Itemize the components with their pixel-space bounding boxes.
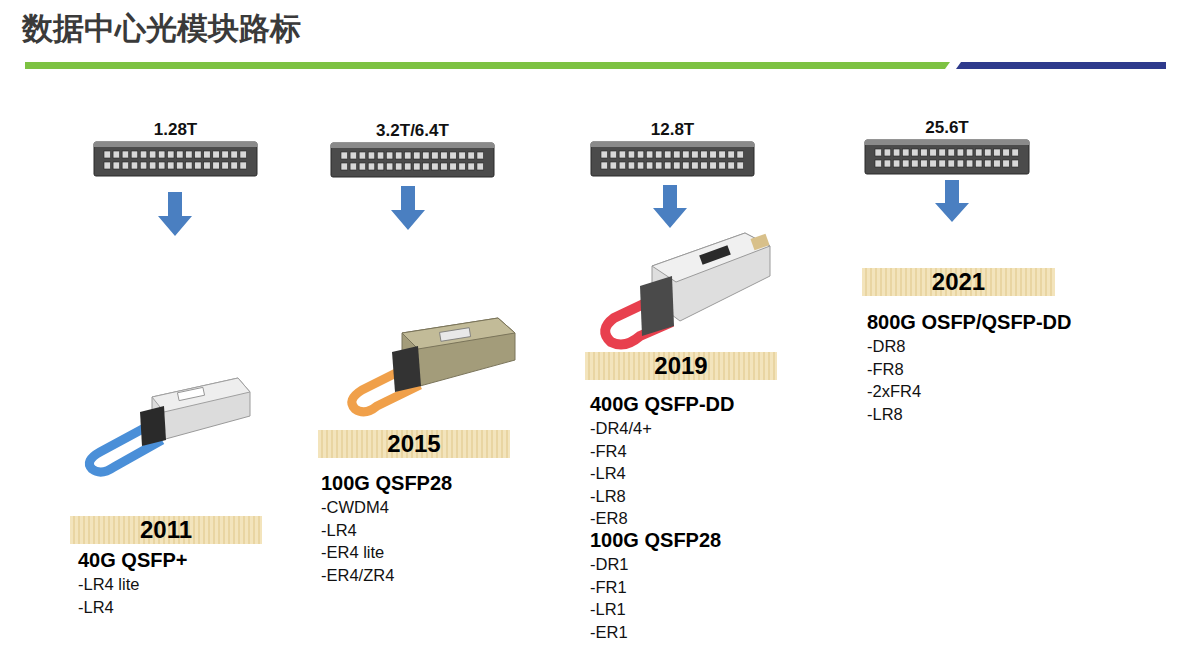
variant-name: -LR4 lite xyxy=(78,573,188,596)
module-type: 400G QSFP-DD xyxy=(590,392,734,417)
spec-list: 100G QSFP28-CWDM4-LR4-ER4 lite-ER4/ZR4 xyxy=(321,471,452,586)
navy-bar xyxy=(956,62,1166,69)
module-type: 40G QSFP+ xyxy=(78,548,188,573)
variant-name: -LR1 xyxy=(590,598,721,621)
green-bar xyxy=(25,62,950,69)
spec-list: 100G QSFP28-DR1-FR1-LR1-ER1 xyxy=(590,528,721,643)
capacity-label: 1.28T xyxy=(93,120,258,140)
qsfp28-module-100g xyxy=(352,318,515,412)
variant-name: -FR4 xyxy=(590,440,734,463)
down-arrows xyxy=(158,180,969,236)
qsfp-dd-module-400g xyxy=(597,228,772,346)
capacity-label: 12.8T xyxy=(590,120,755,140)
year-band: 2019 xyxy=(585,352,777,380)
switch-box: 3.2T/6.4T xyxy=(330,121,495,181)
switch-box: 12.8T xyxy=(590,120,755,180)
page-title: 数据中心光模块路标 xyxy=(22,8,301,50)
variant-name: -FR8 xyxy=(867,358,1072,381)
capacity-label: 25.6T xyxy=(864,118,1030,138)
switch-drawing xyxy=(864,138,1030,178)
switch-box: 25.6T xyxy=(864,118,1030,178)
switch-box: 1.28T xyxy=(93,120,258,180)
spec-list: 800G OSFP/QSFP-DD-DR8-FR8-2xFR4-LR8 xyxy=(867,310,1072,425)
year-label: 2015 xyxy=(387,430,440,458)
variant-name: -FR1 xyxy=(590,576,721,599)
module-type: 800G OSFP/QSFP-DD xyxy=(867,310,1072,335)
variant-name: -ER4 lite xyxy=(321,541,452,564)
module-type: 100G QSFP28 xyxy=(321,471,452,496)
year-label: 2011 xyxy=(140,516,192,544)
variant-name: -LR4 xyxy=(78,596,188,619)
module-type: 100G QSFP28 xyxy=(590,528,721,553)
variant-name: -LR4 xyxy=(321,519,452,542)
year-band: 2021 xyxy=(862,268,1055,296)
switch-drawing xyxy=(330,141,495,181)
year-label: 2021 xyxy=(932,268,985,296)
year-band: 2015 xyxy=(318,430,510,458)
variant-name: -ER4/ZR4 xyxy=(321,564,452,587)
variant-name: -LR8 xyxy=(590,485,734,508)
year-label: 2019 xyxy=(654,352,707,380)
switch-drawing xyxy=(590,140,755,180)
variant-name: -DR8 xyxy=(867,335,1072,358)
spec-list: 400G QSFP-DD-DR4/4+-FR4-LR4-LR8-ER8 xyxy=(590,392,734,530)
qsfp-module-40g xyxy=(89,378,250,472)
variant-name: -CWDM4 xyxy=(321,496,452,519)
year-band: 2011 xyxy=(70,516,262,544)
variant-name: -DR1 xyxy=(590,553,721,576)
variant-name: -LR8 xyxy=(867,403,1072,426)
variant-name: -ER8 xyxy=(590,507,734,530)
variant-name: -DR4/4+ xyxy=(590,417,734,440)
variant-name: -ER1 xyxy=(590,621,721,644)
spec-list: 40G QSFP+-LR4 lite-LR4 xyxy=(78,548,188,618)
variant-name: -2xFR4 xyxy=(867,380,1072,403)
capacity-label: 3.2T/6.4T xyxy=(330,121,495,141)
switch-drawing xyxy=(93,140,258,180)
variant-name: -LR4 xyxy=(590,462,734,485)
